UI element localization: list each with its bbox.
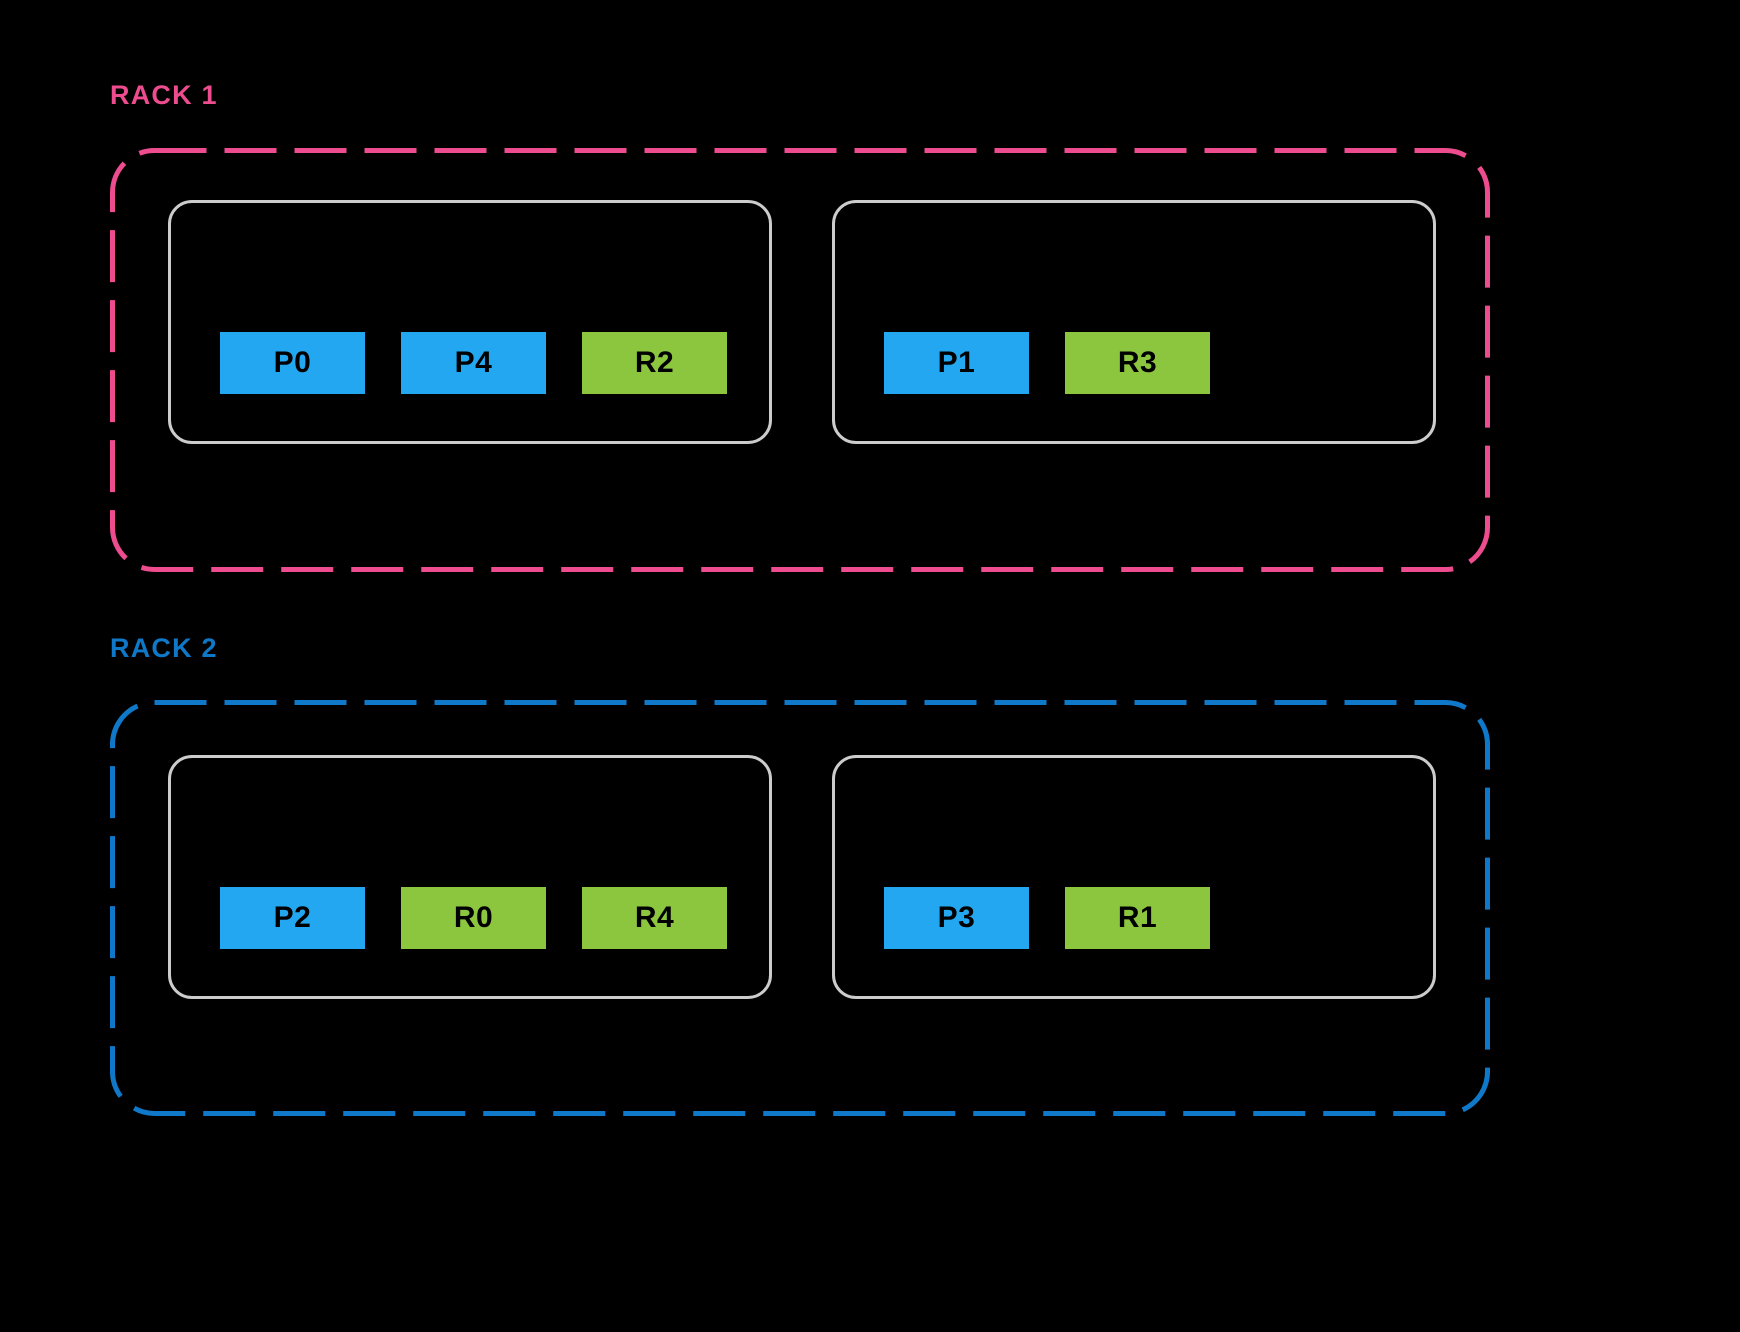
broker-1[interactable]: P0 P4 R2 <box>168 200 772 444</box>
partition-p3[interactable]: P3 <box>884 887 1029 949</box>
rack-label-rack-1: RACK 1 <box>110 80 218 110</box>
partition-r2[interactable]: R2 <box>582 332 727 394</box>
partition-r0[interactable]: R0 <box>401 887 546 949</box>
partition-p4[interactable]: P4 <box>401 332 546 394</box>
partition-p2[interactable]: P2 <box>220 887 365 949</box>
rack-label-rack-2: RACK 2 <box>110 633 218 663</box>
broker-4[interactable]: P3 R1 <box>832 755 1436 999</box>
partition-r4[interactable]: R4 <box>582 887 727 949</box>
partition-list: P2 R0 R4 <box>220 887 727 949</box>
broker-3[interactable]: P2 R0 R4 <box>168 755 772 999</box>
partition-r3[interactable]: R3 <box>1065 332 1210 394</box>
broker-2[interactable]: P1 R3 <box>832 200 1436 444</box>
partition-r1[interactable]: R1 <box>1065 887 1210 949</box>
partition-list: P0 P4 R2 <box>220 332 727 394</box>
partition-list: P3 R1 <box>884 887 1210 949</box>
partition-p0[interactable]: P0 <box>220 332 365 394</box>
partition-p1[interactable]: P1 <box>884 332 1029 394</box>
partition-list: P1 R3 <box>884 332 1210 394</box>
